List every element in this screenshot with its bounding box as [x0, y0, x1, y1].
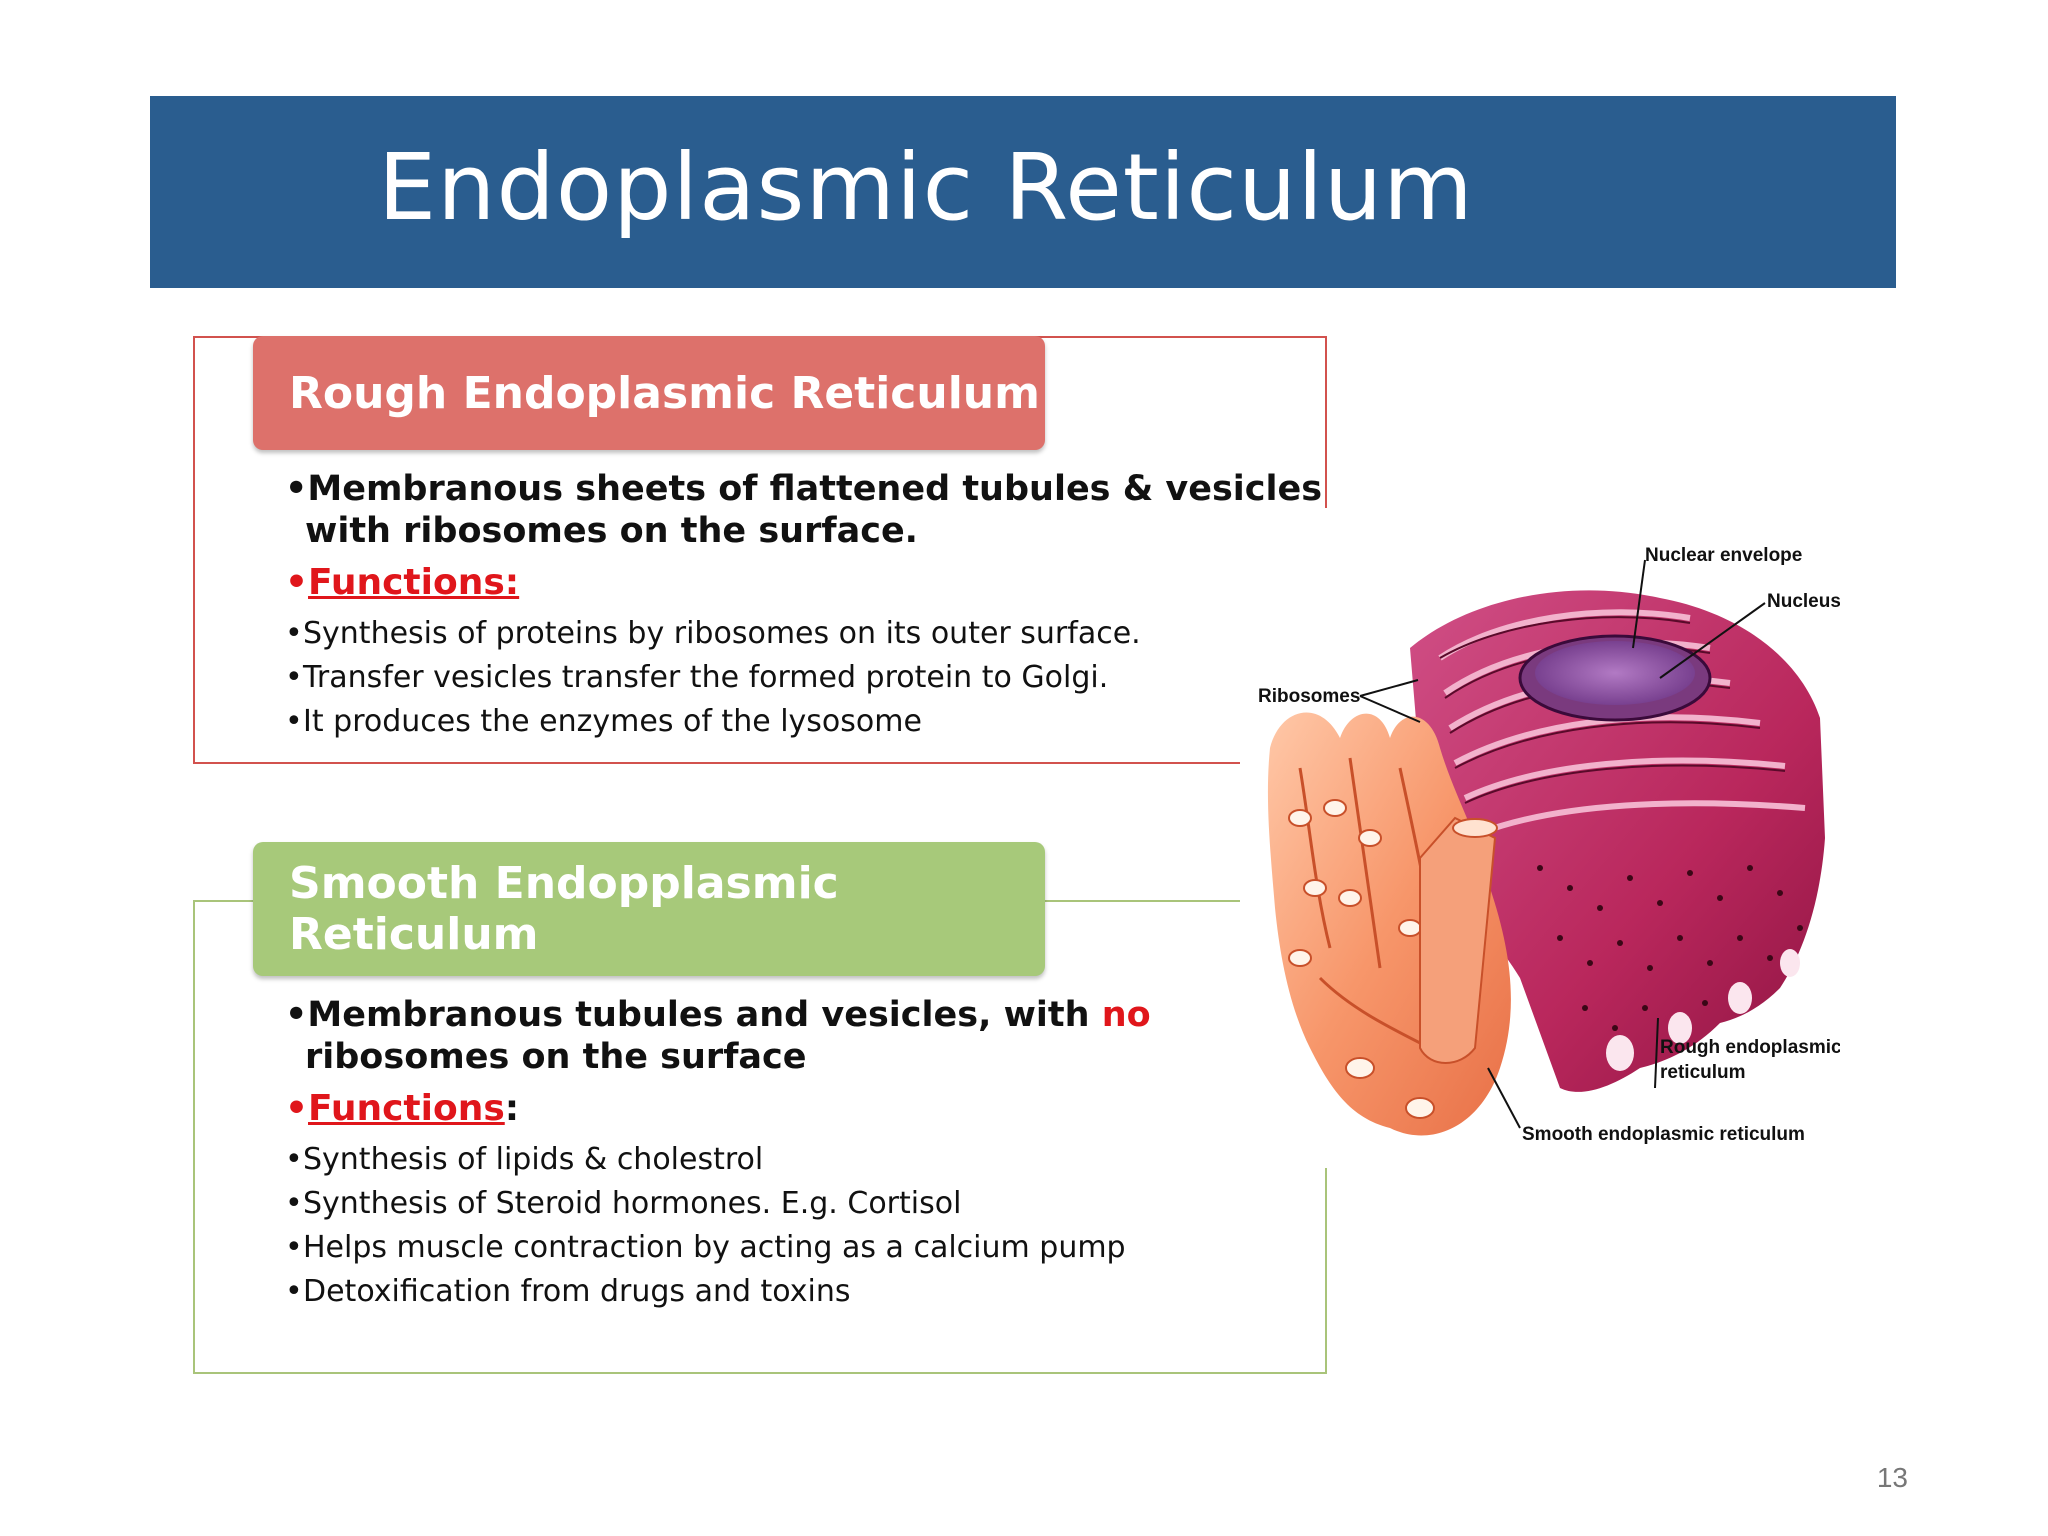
list-item: •Synthesis of Steroid hormones. E.g. Cor… — [285, 1186, 962, 1221]
label-nucleus: Nucleus — [1767, 591, 1840, 612]
list-item: •Synthesis of lipids & cholestrol — [285, 1142, 764, 1177]
label-rough-er-line1: Rough endoplasmic — [1660, 1037, 1840, 1058]
list-item-text: Transfer vesicles transfer the formed pr… — [303, 660, 1109, 695]
rough-er-functions-label: •Functions: — [285, 562, 520, 603]
slide-title: Endoplasmic Reticulum — [378, 134, 1474, 241]
rough-er-functions-label-text: Functions: — [308, 562, 520, 603]
label-rough-er-line2: reticulum — [1660, 1062, 1746, 1083]
list-item: •Helps muscle contraction by acting as a… — [285, 1230, 1126, 1265]
label-nuclear-envelope: Nuclear envelope — [1645, 545, 1802, 566]
smooth-er-description-post: ribosomes on the surface — [305, 1037, 807, 1077]
leader-lines — [1359, 559, 1766, 1129]
smooth-er-heading: Smooth Endopplasmic Reticulum — [253, 842, 1045, 976]
rough-er-heading: Rough Endoplasmic Reticulum — [253, 336, 1045, 450]
smooth-er-content: •Membranous tubules and vesicles, with n… — [285, 994, 1325, 1314]
label-smooth-er: Smooth endoplasmic reticulum — [1522, 1124, 1805, 1145]
nucleus-shape — [1518, 634, 1712, 722]
rough-er-description-text: Membranous sheets of flattened tubules &… — [305, 469, 1323, 551]
title-bar: Endoplasmic Reticulum — [150, 96, 1896, 288]
rough-er-description: •Membranous sheets of flattened tubules … — [285, 469, 1323, 551]
list-item: •It produces the enzymes of the lysosome — [285, 704, 922, 739]
er-diagram: Nuclear envelope Nucleus Ribosomes Rough… — [1240, 508, 1842, 1168]
list-item: •Synthesis of proteins by ribosomes on i… — [285, 616, 1141, 651]
rough-er-shape — [1410, 590, 1825, 1092]
er-illustration: Nuclear envelope Nucleus Ribosomes Rough… — [1258, 545, 1842, 1145]
smooth-er-functions-label-text: Functions — [308, 1088, 505, 1129]
list-item-text: Synthesis of proteins by ribosomes on it… — [303, 616, 1141, 651]
smooth-er-description-pre: Membranous tubules and vesicles, with — [307, 995, 1102, 1035]
smooth-er-section: Smooth Endopplasmic Reticulum •Membranou… — [193, 842, 1327, 1374]
rough-er-section: Rough Endoplasmic Reticulum •Membranous … — [193, 336, 1327, 764]
list-item-text: Detoxification from drugs and toxins — [303, 1274, 851, 1309]
smooth-er-shape — [1267, 712, 1511, 1136]
list-item: •Detoxification from drugs and toxins — [285, 1274, 851, 1309]
list-item-text: It produces the enzymes of the lysosome — [303, 704, 922, 739]
rough-er-content: •Membranous sheets of flattened tubules … — [285, 468, 1325, 744]
list-item-text: Synthesis of Steroid hormones. E.g. Cort… — [303, 1186, 962, 1221]
smooth-er-functions-colon: : — [504, 1088, 520, 1129]
list-item-text: Synthesis of lipids & cholestrol — [303, 1142, 764, 1177]
list-item: •Transfer vesicles transfer the formed p… — [285, 660, 1109, 695]
list-item-text: Helps muscle contraction by acting as a … — [303, 1230, 1126, 1265]
slide-number: 13 — [1876, 1462, 1908, 1493]
smooth-er-functions-label: •Functions: — [285, 1088, 520, 1129]
label-ribosomes: Ribosomes — [1258, 686, 1360, 707]
smooth-er-description: •Membranous tubules and vesicles, with n… — [285, 995, 1151, 1077]
smooth-er-description-highlight: no — [1101, 995, 1151, 1035]
